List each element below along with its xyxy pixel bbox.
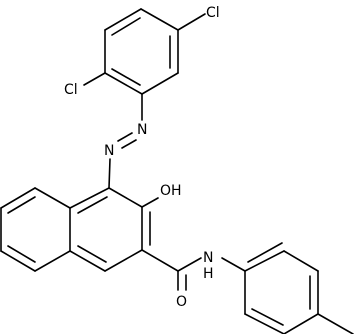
bond — [7, 196, 36, 214]
bond — [77, 196, 108, 214]
chlorine-top-label: Cl — [206, 5, 220, 21]
bond — [244, 313, 285, 334]
bond — [111, 17, 141, 36]
bond — [77, 245, 107, 263]
bond — [108, 158, 111, 189]
azo-n-upper-label: N — [137, 122, 147, 138]
bond — [0, 250, 36, 272]
bond — [283, 250, 319, 272]
bond — [0, 187, 36, 209]
amide-group — [141, 249, 246, 291]
bond — [177, 13, 206, 31]
azo-linkage — [108, 93, 143, 189]
bond — [108, 187, 143, 208]
bond — [69, 187, 110, 209]
bond — [117, 132, 133, 142]
azo-n-lower-label: N — [104, 143, 114, 159]
bond — [83, 72, 106, 86]
bond — [283, 313, 319, 334]
bond — [34, 250, 71, 272]
bond — [244, 250, 285, 272]
bond — [177, 257, 202, 272]
carbonyl-o-label: O — [176, 294, 187, 310]
bond — [69, 250, 106, 272]
bond — [7, 245, 36, 263]
bond — [104, 8, 142, 31]
bond — [251, 308, 284, 326]
chlorine-left-label: Cl — [64, 82, 78, 98]
bond — [141, 249, 179, 272]
bond — [221, 257, 246, 272]
naphthalene-ring — [0, 187, 151, 272]
tolyl-ring — [244, 242, 354, 334]
hydroxyl-label: OH — [160, 183, 182, 199]
bond — [141, 72, 179, 95]
hydroxyl-bond — [141, 197, 159, 208]
bond — [104, 72, 143, 95]
bond — [247, 242, 283, 263]
bond — [111, 68, 141, 86]
dichlorophenyl-ring — [83, 8, 206, 95]
bond — [34, 187, 71, 209]
bond — [104, 249, 143, 272]
bond — [121, 139, 137, 149]
bond — [140, 8, 179, 31]
methyl-bond — [317, 313, 354, 334]
